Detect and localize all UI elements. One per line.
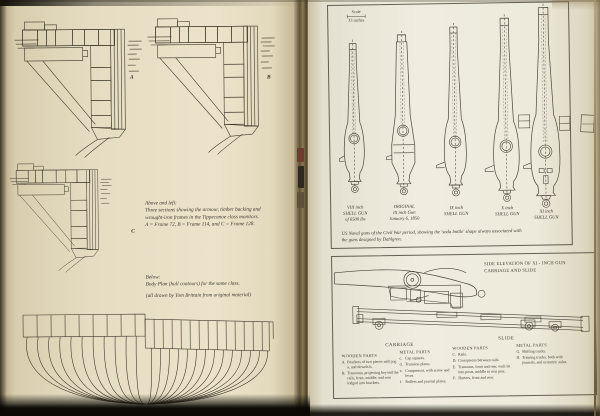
column-heading: METAL PARTS <box>516 342 548 348</box>
bodyplan-caption-credit: (all drawn by Tom Brittain from original… <box>145 291 251 299</box>
parts-item: B. Transoms, projecting beyond the rails… <box>342 370 400 386</box>
gun-label-line: January 6, 1850 <box>389 215 420 221</box>
stern-section-curves <box>146 348 268 405</box>
section-label-a: A <box>129 74 134 81</box>
parts-item: H. Training trucks, both with journals, … <box>516 355 574 366</box>
scale-group: Scale 33 inches <box>340 9 372 23</box>
slide-rails <box>352 306 590 332</box>
slide-wooden-parts-column: WOODEN PARTS C. Rails. D. Crosspieces be… <box>452 345 511 382</box>
gun-label-ix-inch: IX inch SHELL GUN <box>430 205 482 218</box>
parts-item: c. Cap squares. <box>399 355 457 361</box>
parts-item: C. Rails. <box>452 351 510 357</box>
item-text: Shifting trucks. <box>521 348 547 354</box>
parts-item: G. Shifting trucks. <box>516 348 574 354</box>
armor-section-a <box>14 20 143 159</box>
carriage-panel: SIDE ELEVATION OF XI - INCH GUN CARRIAGE… <box>331 252 598 399</box>
gun-profile-viii-inch <box>339 39 365 193</box>
book-gutter <box>294 0 310 416</box>
gun-profile-original-ix-inch <box>386 30 416 196</box>
column-heading: WOODEN PARTS <box>341 353 378 359</box>
gun-label-viii-inch: VIII inch SHELL GUN of 6500 lbs <box>329 204 381 223</box>
item-text: Training trucks, both with journals, and… <box>521 354 568 365</box>
gutter-page-fragment <box>298 166 304 188</box>
gutter-page-fragment <box>297 192 304 208</box>
item-text: Hurters, front and rear. <box>458 375 494 381</box>
gutter-page-fragment <box>297 148 304 162</box>
gun-profile-x-inch <box>484 14 531 202</box>
item-text: Cap squares. <box>404 355 425 361</box>
gun-label-xi-inch: XI inch SHELL GUN <box>520 208 572 221</box>
slide-metal-parts-column: METAL PARTS G. Shifting trucks. H. Train… <box>516 342 574 366</box>
carriage-wooden-parts-column: WOODEN PARTS A. Brackets of two pieces w… <box>341 353 399 387</box>
parts-item: D. Crosspieces between rails. <box>453 358 511 364</box>
gun-profile-ix-inch <box>436 23 467 197</box>
sections-caption: Above and left: Three sections showing t… <box>145 199 300 229</box>
parts-item: F. Hurters, front and rear. <box>453 375 511 381</box>
armor-section-c <box>9 162 113 274</box>
gun-label-line: SHELL GUN <box>444 210 469 217</box>
bodyplan-caption: Below: Body Plan (hull contours) for the… <box>146 273 301 300</box>
gun-label-original-ix: ORIGINAL IX inch Gun January 6, 1850 <box>378 203 430 222</box>
left-page: A B C Above and left: Three sections sho… <box>0 0 296 416</box>
gun-label-line: SHELL GUN <box>534 214 559 220</box>
carriage-group-heading: CARRIAGE <box>385 341 414 348</box>
item-text: Crosspieces between rails. <box>458 357 500 363</box>
carriage-bracket <box>388 270 464 309</box>
gun-profiles-drawing <box>339 3 571 208</box>
column-heading: WOODEN PARTS <box>452 345 489 351</box>
column-heading: METAL PARTS <box>399 349 431 355</box>
parts-item: E. Transoms, front and rear, each let in… <box>453 364 511 375</box>
sections-caption-line3: A = Frame 72, B = Frame 114, and C = Fra… <box>145 221 255 228</box>
gun-label-line: of 6500 lbs <box>345 216 366 222</box>
item-text: Rollers and journal plates. <box>405 378 447 385</box>
body-plan-drawing <box>22 313 274 405</box>
slide-group-heading: SLIDE <box>498 335 515 342</box>
carriage-metal-parts-column: METAL PARTS c. Cap squares. d. Trunnion … <box>399 349 458 386</box>
item-text: Compressor, with screw and lever. <box>405 367 450 378</box>
gun-profile-xi-inch <box>523 3 571 208</box>
item-text: Transoms, front and rear, each let into … <box>458 363 511 375</box>
left-page-artwork: A B C Above and left: Three sections sho… <box>0 0 298 416</box>
page-margin-mark <box>580 114 595 133</box>
gun-barrel-side <box>333 267 486 298</box>
bow-section-curves <box>26 336 146 405</box>
item-text: Rails. <box>457 351 467 357</box>
item-text: Transoms, projecting beyond the rails, f… <box>347 370 399 386</box>
section-label-b: B <box>266 73 271 80</box>
parts-item: d. Trunnion plates. <box>400 361 458 367</box>
armor-section-b <box>147 17 276 156</box>
scale-bar <box>346 14 366 19</box>
item-text: Brackets of two pieces with jog a, and d… <box>347 359 397 370</box>
parts-item: A. Brackets of two pieces with jog a, an… <box>342 359 400 370</box>
slide-trucks <box>372 317 562 332</box>
item-text: Trunnion plates. <box>405 361 431 367</box>
bodyplan-caption-line1: Body Plan (hull contours) for the same c… <box>145 280 240 288</box>
section-label-c: C <box>131 228 135 235</box>
parts-item: f. Rollers and journal plates. <box>400 379 458 385</box>
parts-item: e. Compressor, with screw and lever. <box>400 368 458 379</box>
dahlgren-guns-panel: Scale 33 inches <box>327 1 573 249</box>
carriage-drawing <box>333 267 590 332</box>
